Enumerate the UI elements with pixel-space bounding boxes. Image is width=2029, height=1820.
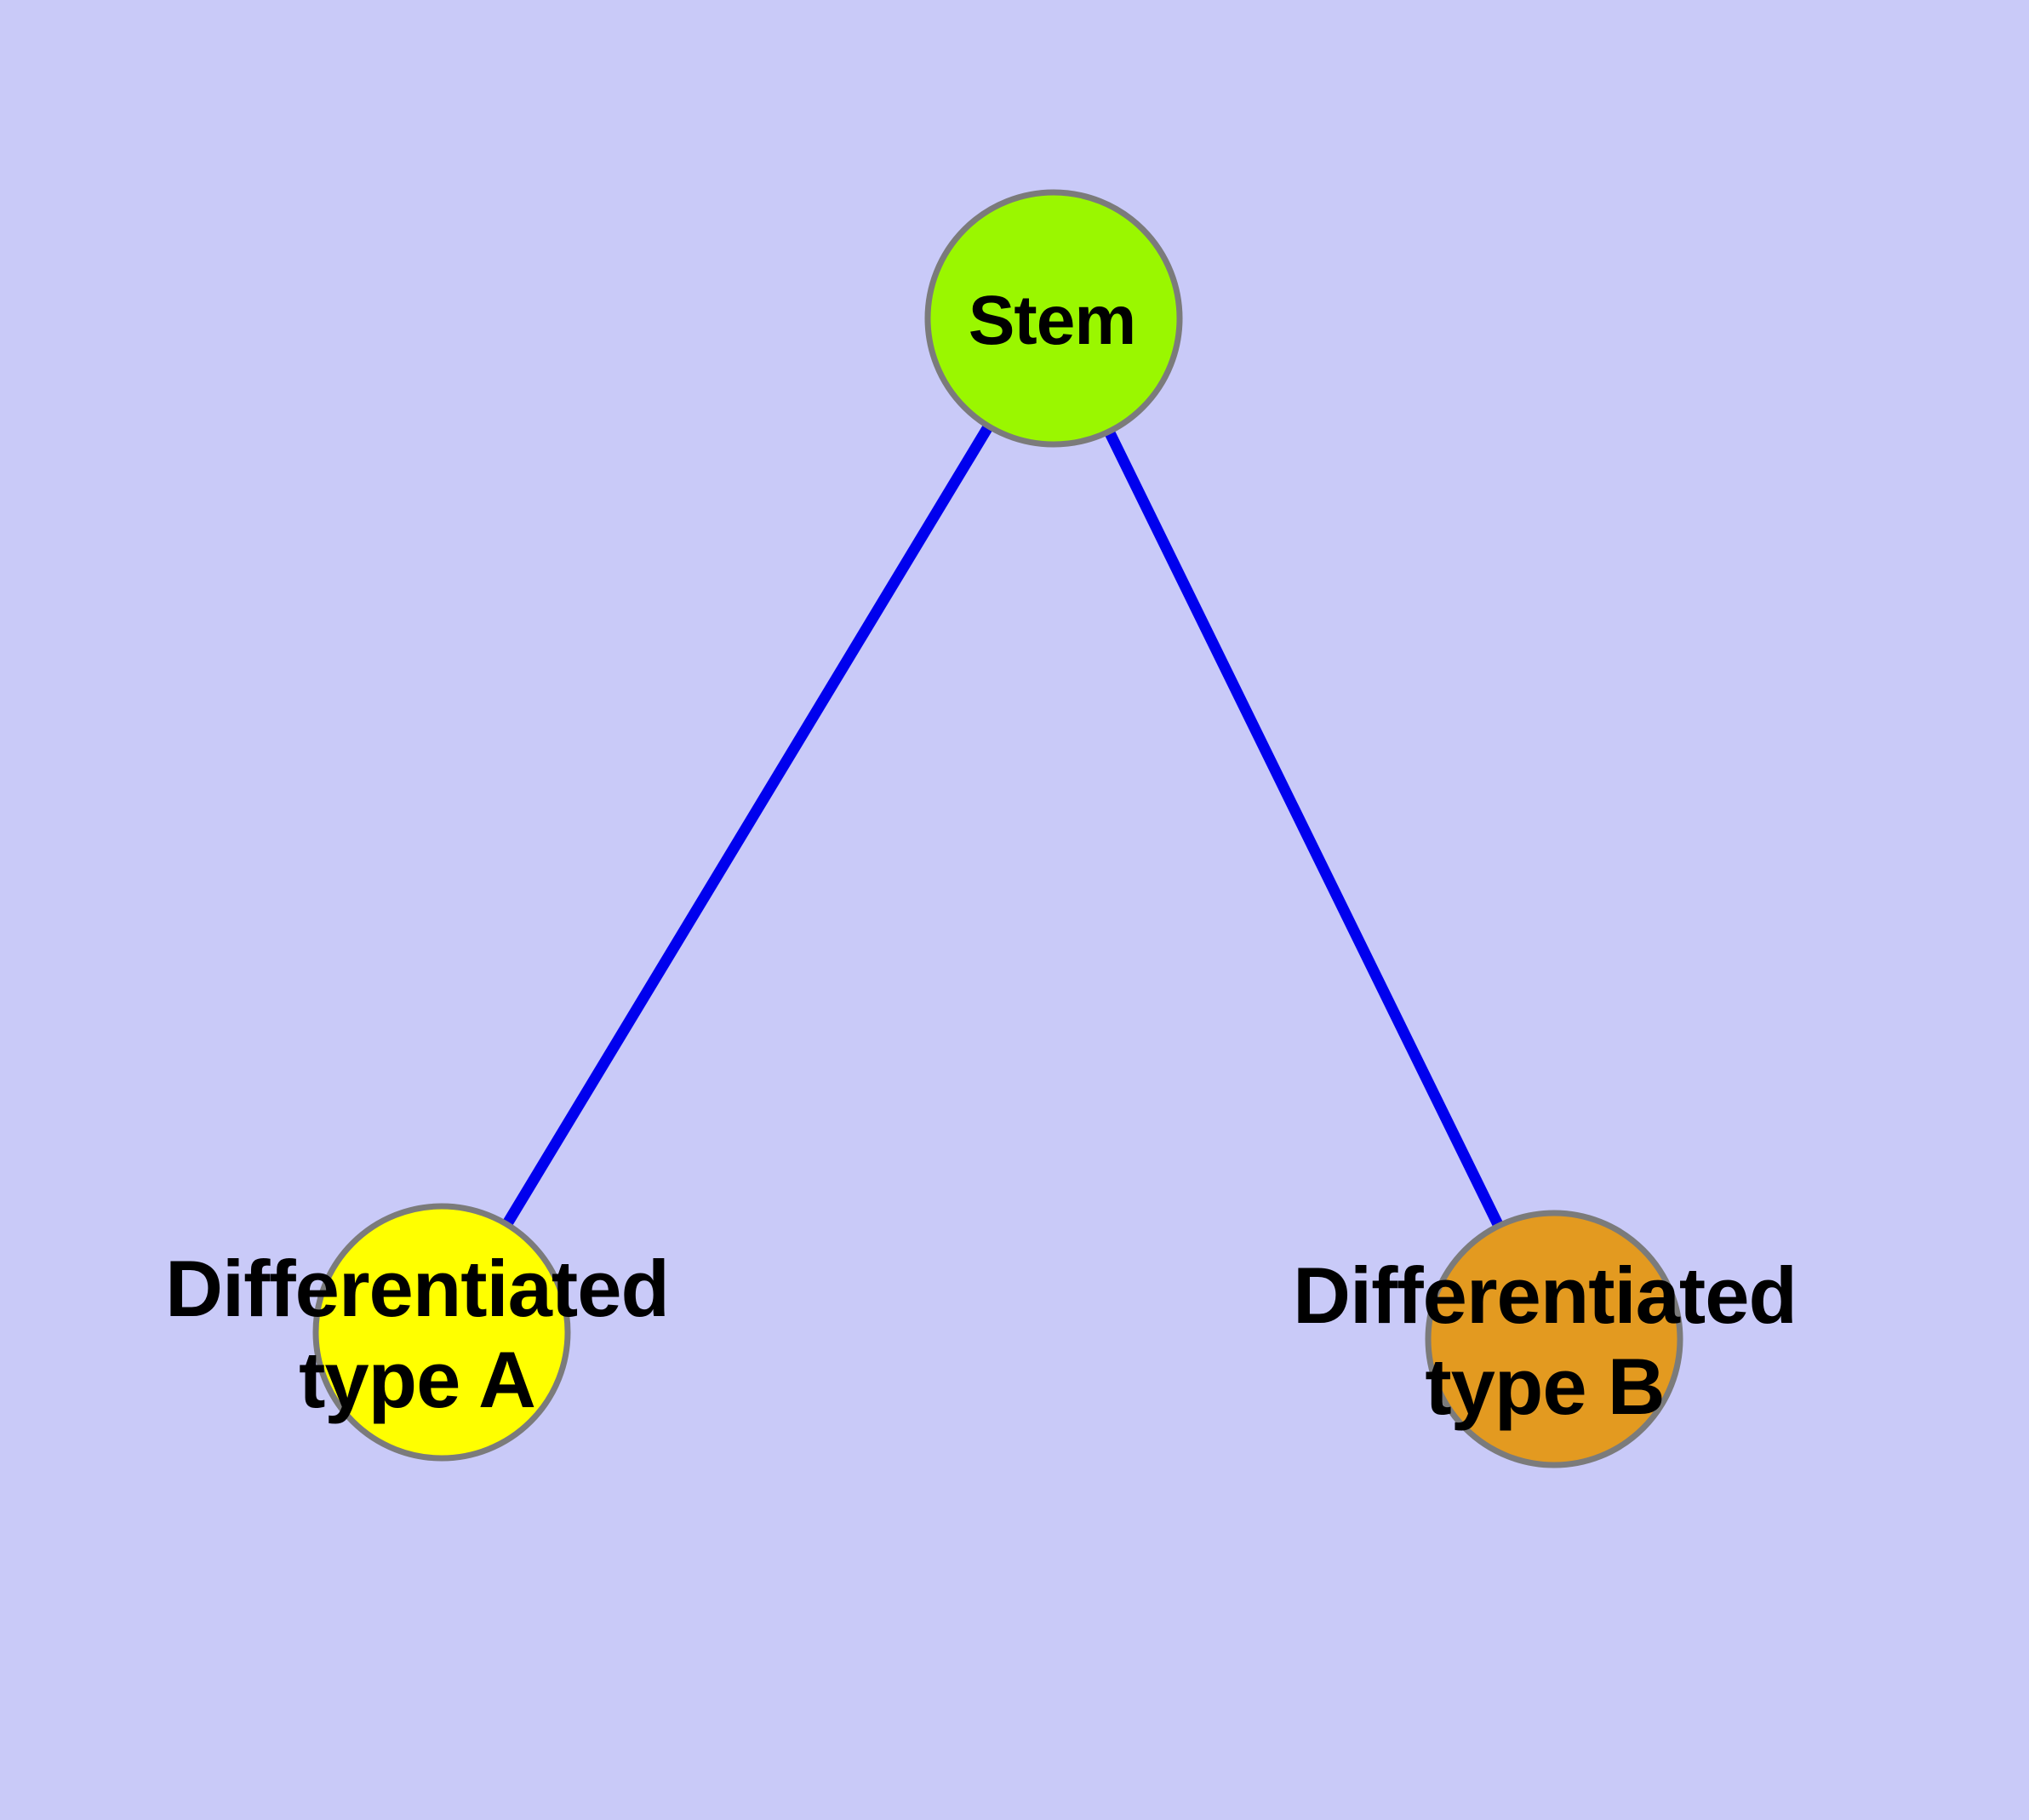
edge-stem-to-type-b	[1049, 316, 1559, 1342]
node-type-a-circle	[312, 1203, 571, 1462]
node-type-a-label-line1: Differentiated	[165, 1244, 670, 1333]
node-type-b-circle	[1425, 1210, 1683, 1468]
node-type-b-label-line1: Differentiated	[1293, 1251, 1798, 1340]
node-type-a-label: Differentiated type A	[165, 1243, 670, 1425]
node-stem-label-text: Stem	[968, 281, 1137, 359]
edge-stem-to-type-a	[437, 315, 1059, 1336]
node-type-b-label-line2: type B	[1425, 1342, 1665, 1431]
node-stem-circle	[924, 189, 1183, 448]
node-type-b-label: Differentiated type B	[1293, 1250, 1798, 1432]
node-stem-label: Stem	[968, 281, 1137, 359]
node-type-a-label-line2: type A	[299, 1335, 536, 1424]
